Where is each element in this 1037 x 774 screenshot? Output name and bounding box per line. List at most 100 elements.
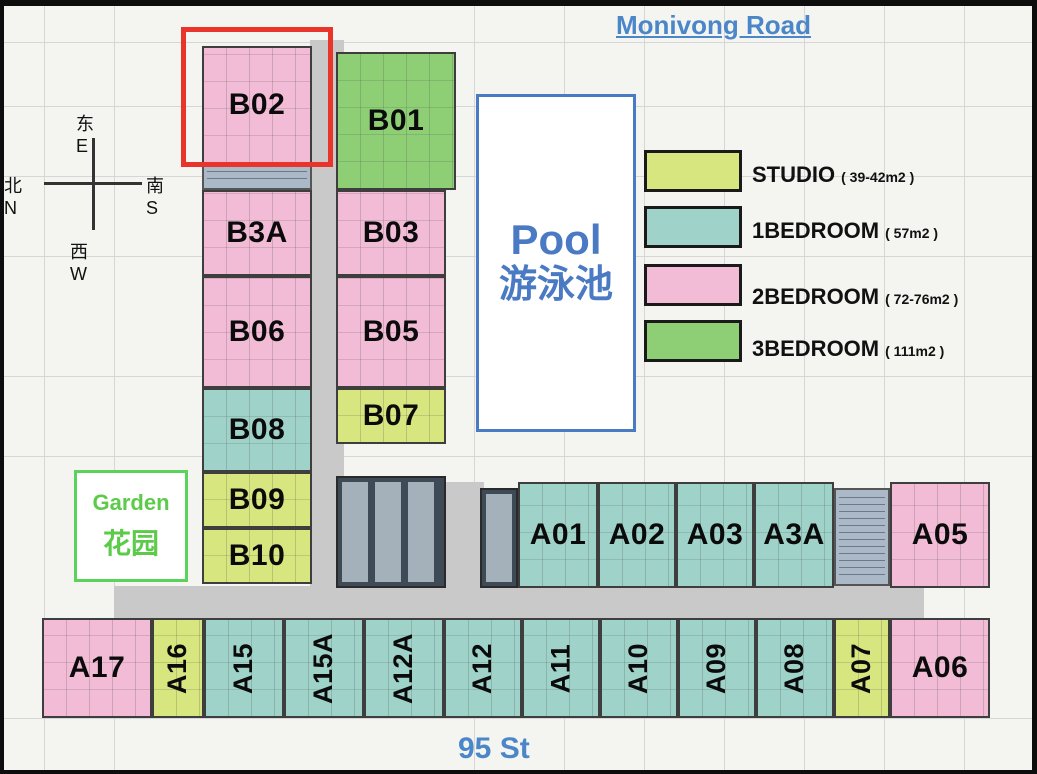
unit-label: A15A: [308, 632, 339, 704]
unit-label: A10: [623, 642, 654, 694]
road-north: Monivong Road: [616, 10, 811, 40]
stair-north: [202, 164, 312, 190]
legend-swatch-1bedroom: [644, 206, 742, 248]
unit-a3a[interactable]: A3A: [754, 482, 834, 588]
elevator-core: [336, 476, 446, 588]
legend-swatch-studio: [644, 150, 742, 192]
grid-line: [724, 6, 725, 770]
legend-item-3bedroom: 3BEDROOM ( 111m2 ): [752, 336, 944, 362]
unit-b08[interactable]: B08: [202, 388, 312, 472]
unit-label: A09: [701, 642, 732, 694]
compass-east: 东E: [76, 114, 94, 156]
pool: Pool 游泳池: [476, 94, 636, 432]
unit-a07[interactable]: A07: [834, 618, 890, 718]
unit-a03[interactable]: A03: [676, 482, 754, 588]
unit-b01[interactable]: B01: [336, 52, 456, 190]
legend-type: 1BEDROOM: [752, 218, 880, 243]
unit-label: A05: [911, 518, 969, 551]
legend-type: 2BEDROOM: [752, 284, 880, 309]
unit-label: A16: [162, 642, 193, 694]
unit-label: A02: [608, 518, 666, 551]
pool-label-zh: 游泳池: [498, 264, 613, 307]
unit-a12[interactable]: A12: [444, 618, 522, 718]
unit-b05[interactable]: B05: [336, 276, 446, 388]
stair-east: [834, 488, 890, 586]
unit-b06[interactable]: B06: [202, 276, 312, 388]
unit-a09[interactable]: A09: [678, 618, 756, 718]
legend-swatch-3bedroom: [644, 320, 742, 362]
legend-area: ( 57m2 ): [885, 225, 939, 241]
unit-label: B10: [228, 539, 286, 572]
grid-line: [644, 6, 645, 770]
grid-line: [804, 6, 805, 770]
unit-b03[interactable]: B03: [336, 190, 446, 276]
unit-a05[interactable]: A05: [890, 482, 990, 588]
grid-line: [114, 6, 115, 770]
elevator-core-east: [480, 488, 518, 588]
grid-line: [4, 456, 1032, 457]
unit-label: A07: [846, 642, 877, 694]
unit-a01[interactable]: A01: [518, 482, 598, 588]
unit-label: B03: [362, 216, 420, 249]
unit-a15a[interactable]: A15A: [284, 618, 364, 718]
grid-line: [474, 6, 475, 770]
grid-line: [964, 6, 965, 770]
grid-line: [884, 6, 885, 770]
garden-label-zh: 花园: [102, 528, 159, 559]
unit-label: A06: [911, 651, 969, 684]
unit-a10[interactable]: A10: [600, 618, 678, 718]
unit-b10[interactable]: B10: [202, 528, 312, 584]
legend-item-1bedroom: 1BEDROOM ( 57m2 ): [752, 218, 938, 244]
unit-b3a[interactable]: B3A: [202, 190, 312, 276]
garden-label-en: Garden: [92, 490, 170, 515]
road-south: 95 St: [458, 732, 530, 765]
compass-west: 西W: [70, 242, 88, 284]
legend-area: ( 39-42m2 ): [841, 169, 915, 185]
legend-item-2bedroom: 2BEDROOM ( 72-76m2 ): [752, 284, 958, 310]
unit-a17[interactable]: A17: [42, 618, 152, 718]
legend-type: STUDIO: [752, 162, 836, 187]
unit-label: A3A: [763, 518, 825, 551]
unit-b07[interactable]: B07: [336, 388, 446, 444]
garden: Garden 花园: [74, 470, 188, 582]
legend-type: 3BEDROOM: [752, 336, 880, 361]
unit-label: B3A: [226, 216, 288, 249]
unit-label: A15: [228, 642, 259, 694]
unit-label: A08: [779, 642, 810, 694]
unit-label: A01: [529, 518, 587, 551]
unit-label: A11: [545, 643, 576, 693]
unit-a12a[interactable]: A12A: [364, 618, 444, 718]
unit-a15[interactable]: A15: [204, 618, 284, 718]
unit-b02[interactable]: B02: [202, 46, 312, 164]
unit-label: A12A: [388, 632, 419, 704]
compass-horizontal-line: [44, 182, 142, 185]
legend-area: ( 111m2 ): [885, 343, 945, 359]
grid-line: [4, 718, 1032, 719]
legend-swatch-2bedroom: [644, 264, 742, 306]
south-corridor: [114, 586, 924, 618]
grid-line: [4, 42, 1032, 43]
compass-south: 南S: [146, 176, 164, 218]
unit-label: B09: [228, 483, 286, 516]
unit-a06[interactable]: A06: [890, 618, 990, 718]
unit-label: B05: [362, 315, 420, 348]
unit-label: B08: [228, 413, 286, 446]
unit-a16[interactable]: A16: [152, 618, 204, 718]
unit-label: B07: [362, 399, 420, 432]
unit-label: A03: [686, 518, 744, 551]
unit-a02[interactable]: A02: [598, 482, 676, 588]
legend-item-studio: STUDIO ( 39-42m2 ): [752, 162, 914, 188]
unit-b09[interactable]: B09: [202, 472, 312, 528]
legend-area: ( 72-76m2 ): [885, 291, 959, 307]
unit-a08[interactable]: A08: [756, 618, 834, 718]
pool-label-en: Pool: [510, 216, 602, 264]
lobby-corridor: [444, 482, 484, 602]
unit-label: B01: [367, 104, 425, 137]
unit-label: B02: [228, 88, 286, 121]
unit-label: A12: [467, 642, 498, 694]
unit-a11[interactable]: A11: [522, 618, 600, 718]
highlight-box: [181, 27, 333, 167]
plan-sheet: Monivong Road 95 St 东E 西W 北N 南S B02 B01 …: [4, 6, 1032, 770]
grid-line: [44, 6, 45, 770]
